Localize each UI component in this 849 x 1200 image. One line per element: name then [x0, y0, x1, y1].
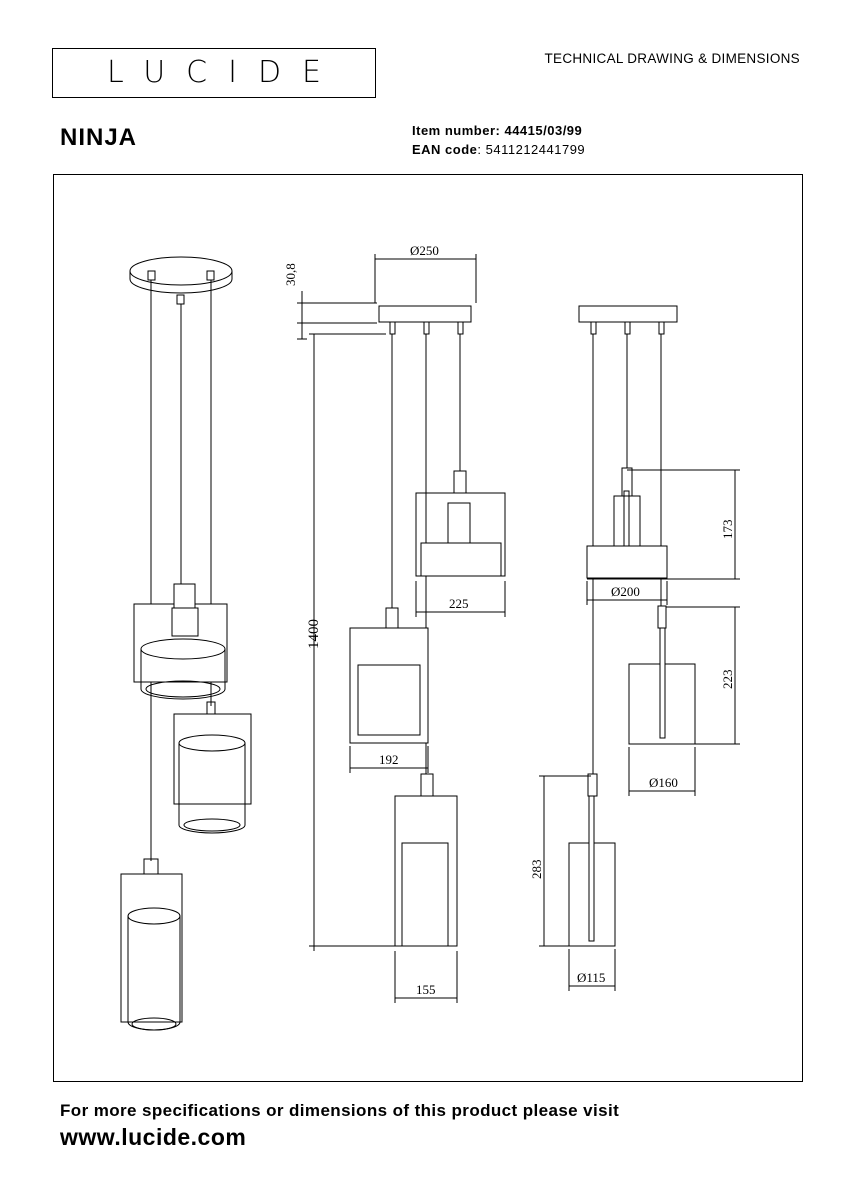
ean-value: : 5411212441799	[477, 142, 586, 157]
dim-diameter-bottom: Ø115	[577, 970, 605, 985]
ean-code-line: EAN code: 5411212441799	[412, 142, 585, 157]
item-number-line: Item number: 44415/03/99	[412, 123, 582, 138]
perspective-view	[120, 256, 252, 1031]
item-number-value: 44415/03/99	[504, 123, 583, 138]
front-elevation	[297, 254, 506, 1003]
footer-text: For more specifications or dimensions of…	[60, 1101, 620, 1120]
dim-width-bottom: 155	[416, 982, 436, 997]
dim-height-bottom: 283	[529, 860, 544, 880]
brand-logo: LUCIDE	[52, 48, 376, 98]
dim-width-top: 225	[449, 596, 469, 611]
dim-canopy-height: 30,8	[283, 263, 298, 286]
drawing-frame: Ø250 30,8 1400 225 192 155 173 Ø200 223 …	[53, 174, 803, 1082]
product-name: NINJA	[60, 124, 138, 151]
logo-text: LUCIDE	[106, 55, 343, 90]
dim-height-mid: 223	[720, 670, 735, 690]
side-elevation	[539, 305, 740, 991]
dim-canopy-diameter: Ø250	[410, 243, 439, 258]
document-title: TECHNICAL DRAWING & DIMENSIONS	[544, 51, 800, 66]
dim-height-top: 173	[720, 520, 735, 540]
item-number-label: Item number:	[412, 123, 501, 138]
footer-url[interactable]: www.lucide.com	[60, 1124, 247, 1150]
dim-width-mid: 192	[379, 752, 399, 767]
technical-drawing: Ø250 30,8 1400 225 192 155 173 Ø200 223 …	[120, 243, 740, 1031]
dim-diameter-top: Ø200	[611, 584, 640, 599]
dim-diameter-mid: Ø160	[649, 775, 678, 790]
dim-total-height: 1400	[306, 619, 322, 649]
ean-label: EAN code	[412, 142, 478, 157]
